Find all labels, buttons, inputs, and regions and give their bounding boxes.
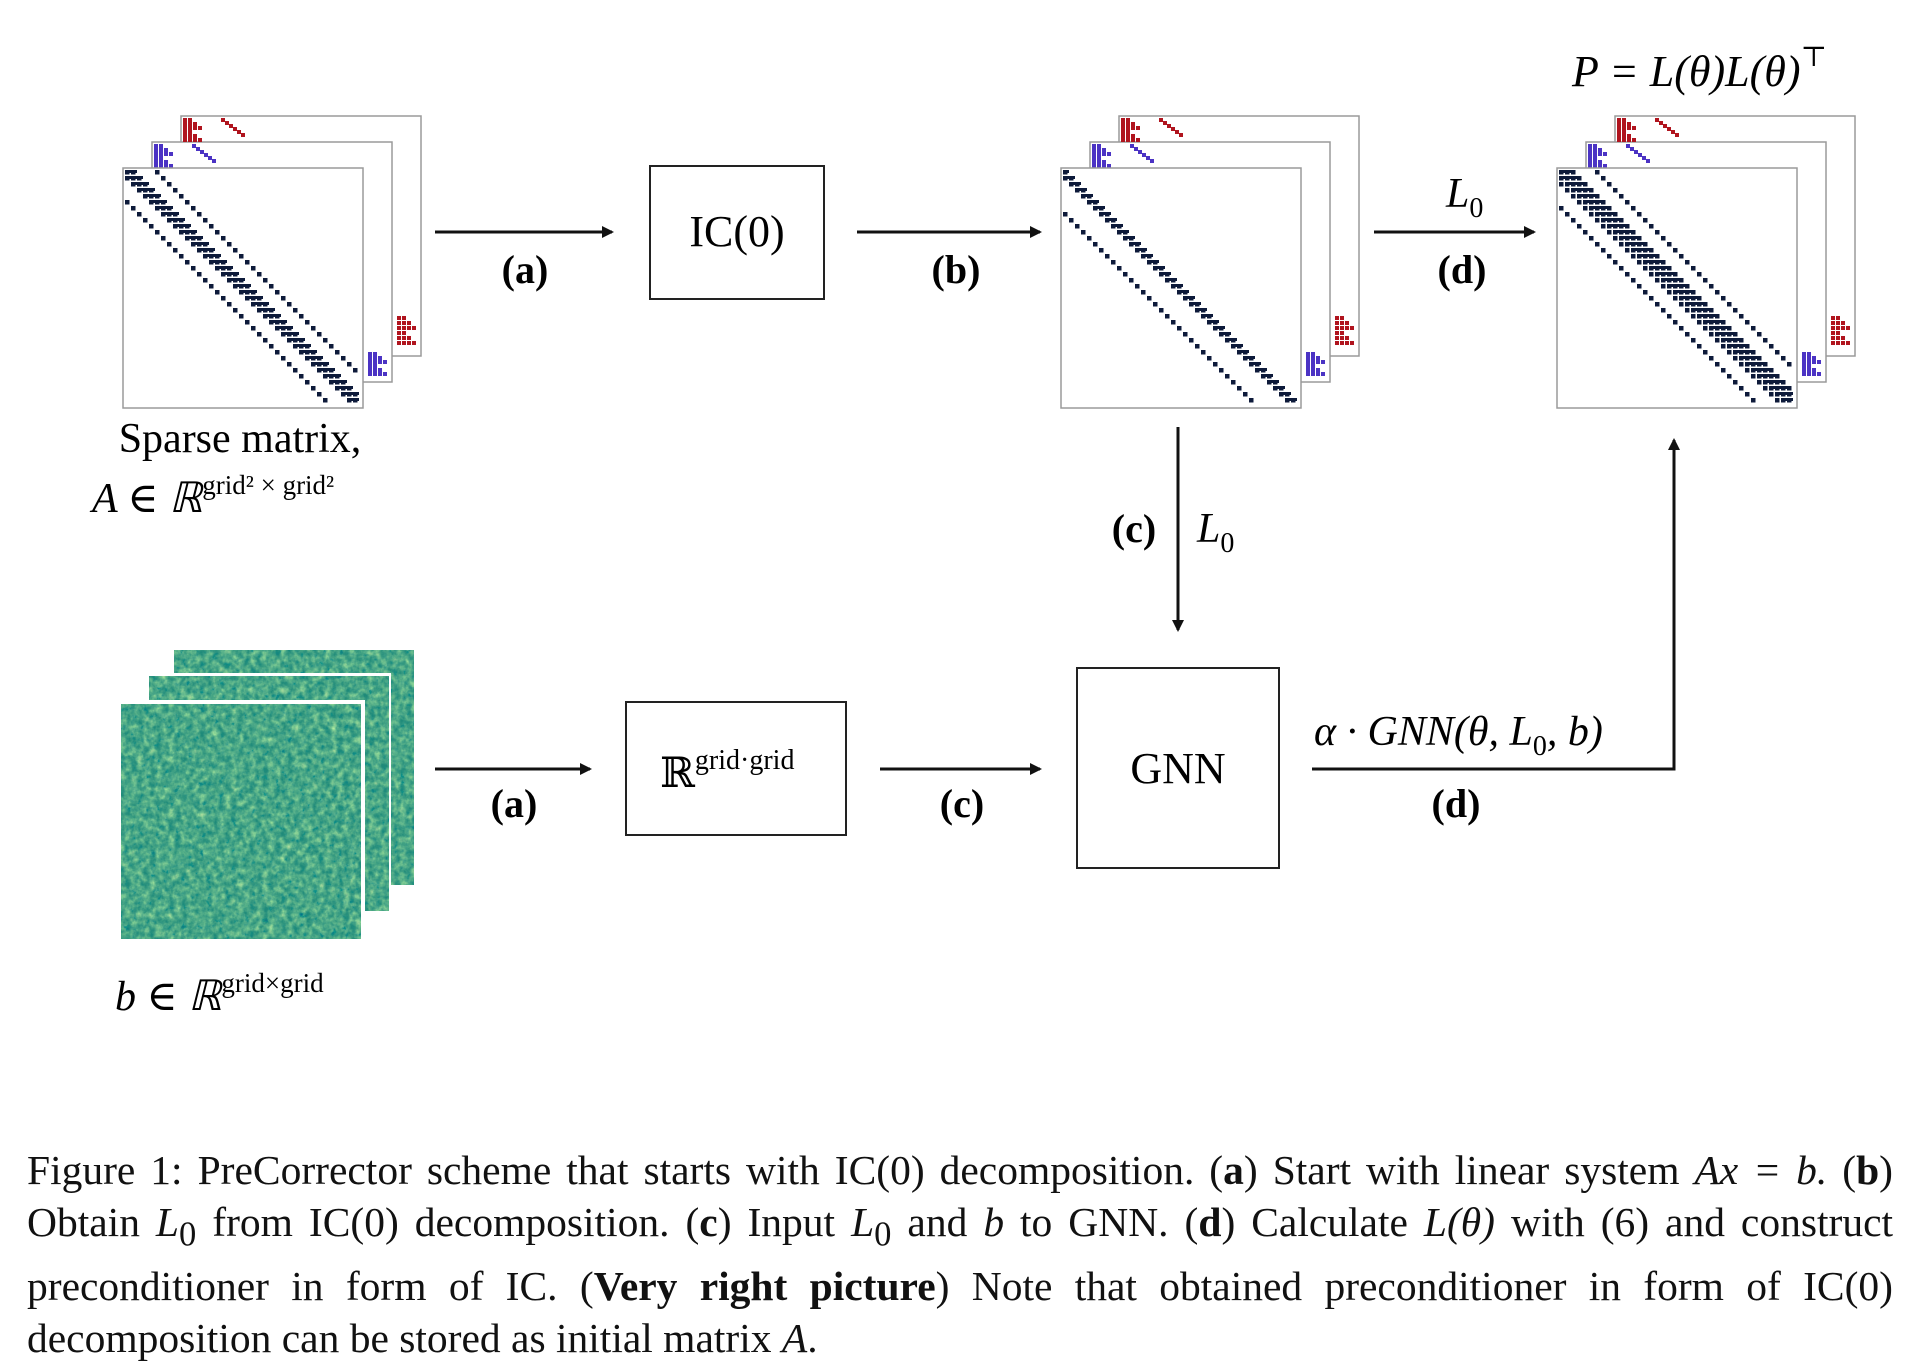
l0-label-top: L0 — [1445, 171, 1483, 224]
arrow-d-bottom — [1312, 438, 1680, 771]
label-c-bottom: (c) — [940, 781, 984, 826]
label-a-bottom: (a) — [491, 781, 538, 826]
caption-c-text-2: and — [907, 1199, 968, 1245]
caption-b-text-1: Obtain — [27, 1199, 140, 1245]
caption-vrp-text: Note that obtained preconditioner in for… — [27, 1263, 1894, 1362]
rhs-field-stack — [117, 650, 414, 943]
pipeline-diagram: Sparse matrix, A ∈ ℝgrid² × grid² (a) IC… — [89, 42, 1856, 1020]
label-d-bottom: (d) — [1432, 781, 1481, 826]
gnn-label: GNN — [1130, 744, 1225, 793]
gnn-box — [1076, 667, 1280, 869]
caption-c-key: c — [699, 1199, 718, 1245]
caption-c-text-1: Input — [747, 1199, 836, 1245]
caption-a-key: a — [1223, 1147, 1244, 1193]
caption-vrp-A: A — [781, 1315, 808, 1362]
caption-equation: Ax = b. — [1694, 1147, 1828, 1193]
ic0-label: IC(0) — [689, 207, 784, 256]
caption-vrp-end: . — [807, 1315, 818, 1362]
caption-d-key: d — [1198, 1199, 1222, 1245]
caption-vrp-key: Very right picture — [593, 1263, 936, 1310]
figure-caption: Figure 1: PreCorrector scheme that start… — [27, 1147, 1894, 1362]
sparse-matrix-stack — [122, 115, 422, 409]
caption-d-L: L(θ) — [1423, 1199, 1495, 1245]
vector-space-label: ℝgrid·grid — [660, 745, 794, 797]
rhs-caption: b ∈ ℝgrid×grid — [115, 968, 324, 1020]
label-c-vertical: (c) — [1112, 506, 1156, 551]
caption-d-text-1: Calculate — [1251, 1199, 1408, 1245]
caption-b-L0: L — [155, 1199, 180, 1245]
caption-a-text: Start with linear system — [1272, 1147, 1680, 1193]
vector-space-box — [625, 701, 847, 836]
caption-c-L0-sub: 0 — [874, 1215, 892, 1254]
caption-intro: PreCorrector scheme that starts with IC(… — [197, 1147, 1195, 1193]
label-b: (b) — [932, 247, 981, 292]
matrix-caption-line1: Sparse matrix, — [119, 416, 362, 462]
l0-matrix-stack — [1060, 115, 1360, 409]
label-d-top: (d) — [1438, 247, 1487, 292]
caption-c-text-3: to GNN. — [1020, 1199, 1169, 1245]
preconditioner-matrix-stack — [1556, 115, 1856, 409]
gnn-output-label: α · GNN(θ, L0, b) — [1314, 709, 1603, 762]
ic0-box — [649, 165, 825, 300]
caption-d-text-2: with (6) and construct preconditioner in… — [27, 1199, 1894, 1310]
caption-figure-label: Figure 1: — [27, 1147, 183, 1193]
matrix-caption-line2: A ∈ ℝgrid² × grid² — [89, 470, 334, 522]
label-a-top: (a) — [502, 247, 549, 292]
p-formula: P = L(θ)L(θ)⊤ — [1571, 42, 1827, 96]
caption-b-key: b — [1856, 1147, 1880, 1193]
caption-c-L0: L — [851, 1199, 875, 1245]
caption-b-L0-sub: 0 — [179, 1215, 197, 1254]
caption-c-b: b — [983, 1199, 1005, 1245]
caption-b-text-2: from IC(0) decomposition. — [212, 1199, 670, 1245]
l0-label-vertical: L0 — [1196, 506, 1234, 559]
